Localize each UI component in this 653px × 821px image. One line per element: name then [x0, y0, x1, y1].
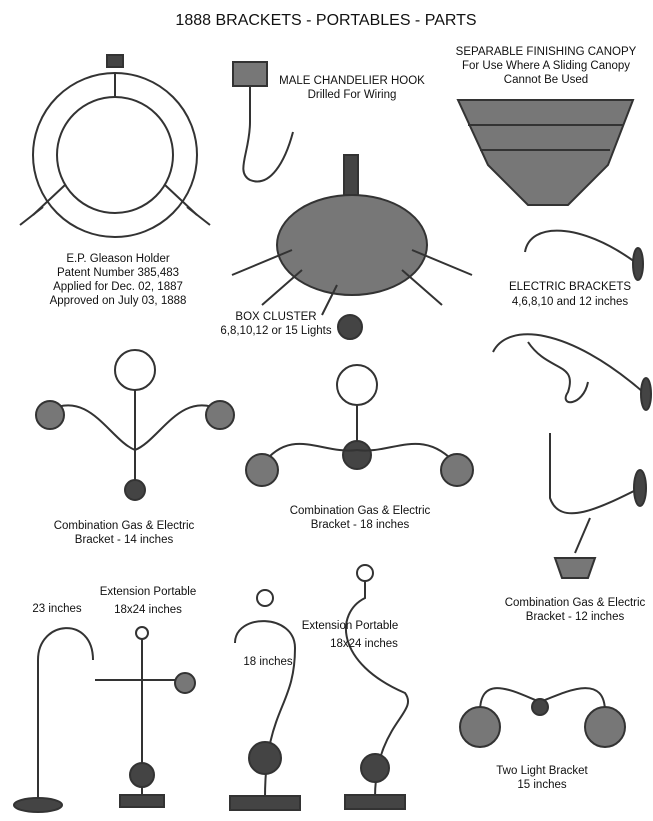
electric-bracket-illustration [524, 229, 644, 281]
gleason-label-3: Applied for Dec. 02, 1887 [53, 281, 183, 293]
canopy-label-3: Cannot Be Used [503, 74, 589, 86]
combination-bracket-14-illustration [35, 349, 235, 501]
cluster-label-1: BOX CLUSTER [235, 311, 317, 323]
electric-label-2: 4,6,8,10 and 12 inches [511, 296, 629, 308]
page-title: 1888 BRACKETS - PORTABLES - PARTS [175, 12, 477, 29]
chandelier-hook-illustration [232, 61, 294, 183]
electric-bracket-ornate-illustration [492, 333, 652, 411]
gleason-label-1: E.P. Gleason Holder [66, 253, 170, 265]
portable23-label: 23 inches [32, 603, 82, 615]
combination-bracket-12-illustration [549, 433, 647, 579]
ext1-label-1: Extension Portable [99, 586, 197, 598]
gleason-holder-illustration [19, 54, 211, 238]
ext2-label-2: 18x24 inches [330, 638, 398, 650]
twolight-label-2: 15 inches [517, 779, 567, 791]
box-cluster-illustration [231, 154, 473, 340]
combo18-label-1: Combination Gas & Electric [289, 505, 431, 517]
combo14-label-1: Combination Gas & Electric [53, 520, 195, 532]
portable18-label: 18 inches [243, 656, 293, 668]
cluster-label-2: 6,8,10,12 or 15 Lights [220, 325, 332, 337]
canopy-label-1: SEPARABLE FINISHING CANOPY [455, 46, 637, 58]
combo12-label-1: Combination Gas & Electric [504, 597, 646, 609]
gleason-label-4: Approved on July 03, 1888 [49, 295, 187, 307]
canopy-label-2: For Use Where A Sliding Canopy [461, 60, 631, 72]
portable-18-illustration [229, 589, 301, 811]
combo18-label-2: Bracket - 18 inches [310, 519, 410, 531]
ext2-label-1: Extension Portable [301, 620, 399, 632]
combo12-label-2: Bracket - 12 inches [525, 611, 625, 623]
ext1-label-2: 18x24 inches [114, 604, 182, 616]
portable-23-illustration [13, 627, 94, 813]
gleason-label-2: Patent Number 385,483 [56, 267, 180, 279]
electric-label-1: ELECTRIC BRACKETS [508, 281, 632, 293]
extension-portable-1-illustration [95, 626, 196, 808]
combo14-label-2: Bracket - 14 inches [74, 534, 174, 546]
two-light-bracket-illustration [459, 687, 626, 748]
hook-label-1: MALE CHANDELIER HOOK [279, 75, 425, 87]
canopy-illustration [456, 99, 635, 206]
combination-bracket-18-illustration [245, 364, 474, 487]
twolight-label-1: Two Light Bracket [496, 765, 588, 777]
hook-label-2: Drilled For Wiring [307, 89, 397, 101]
extension-portable-2-illustration [344, 564, 410, 810]
